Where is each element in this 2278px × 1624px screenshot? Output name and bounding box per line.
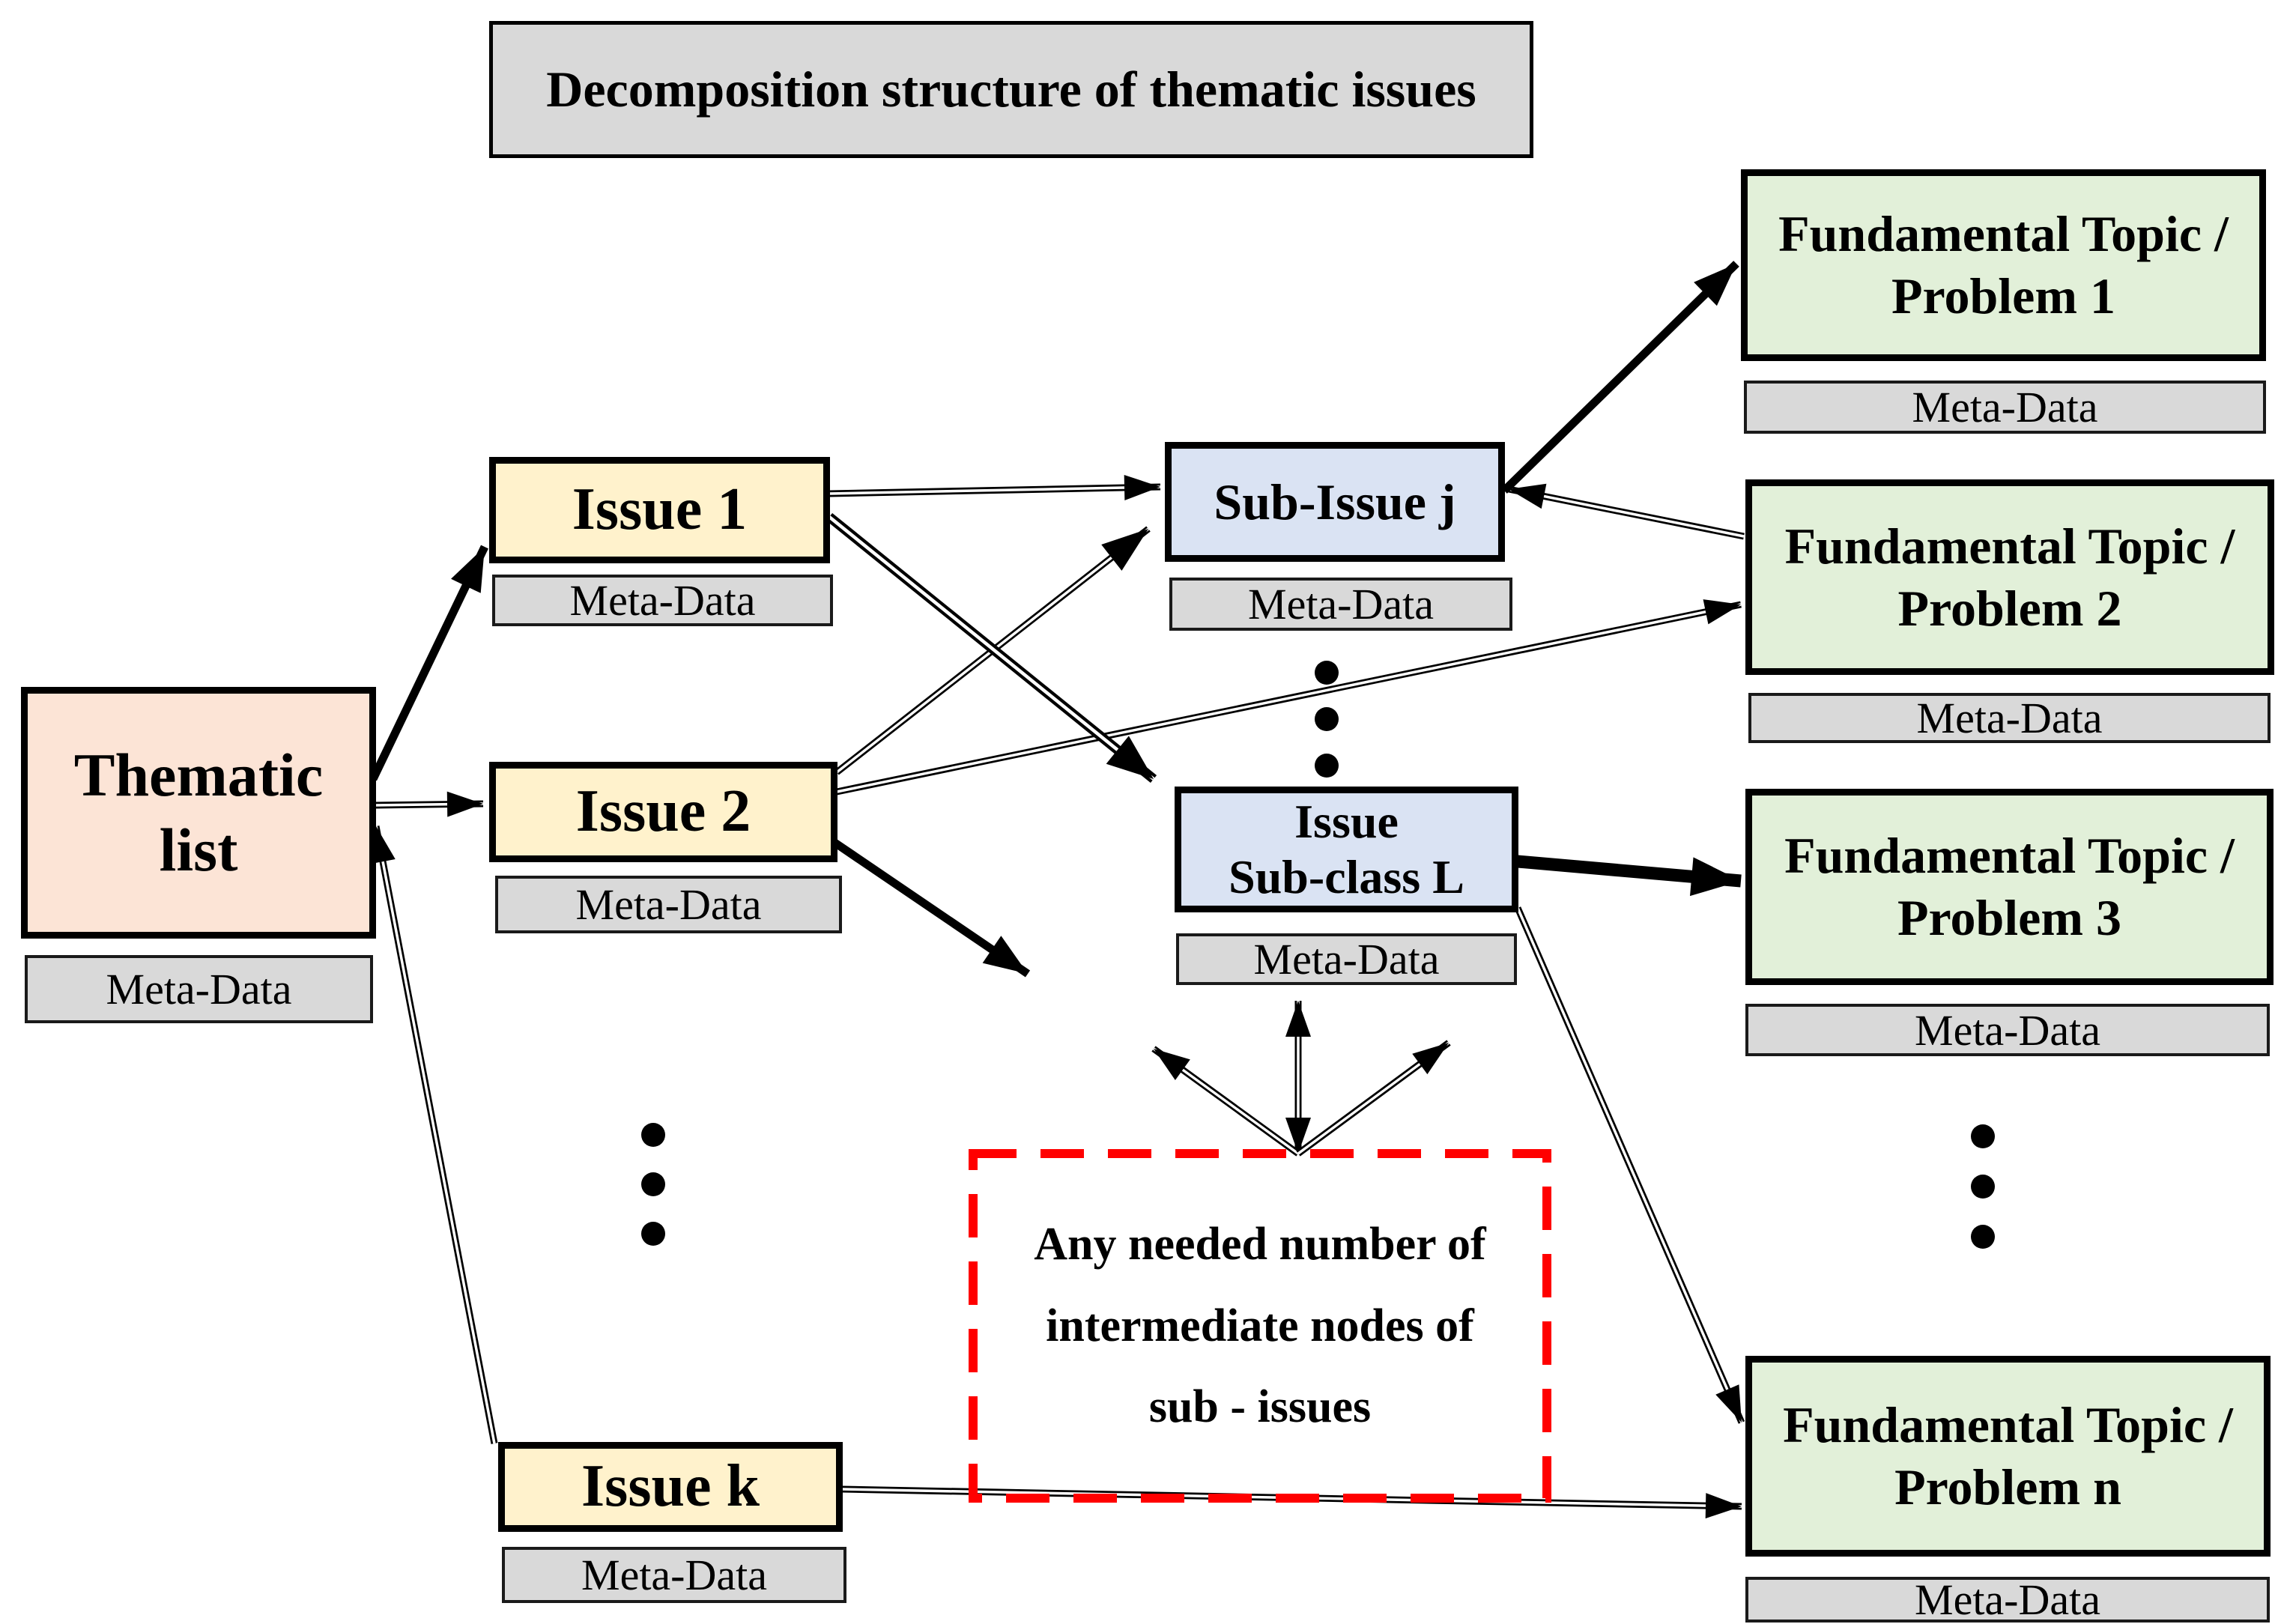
meta-data-label: Meta-Data	[569, 576, 756, 625]
problems-ellipsis	[1971, 1124, 1995, 1249]
node-label-fundamental-n: Fundamental Topic / Problem n	[1783, 1396, 2233, 1515]
node-fundamental-n: Fundamental Topic / Problem n	[1745, 1356, 2271, 1557]
intermediate-nodes-box-border	[969, 1149, 1551, 1503]
ellipsis-dot	[641, 1123, 665, 1147]
node-label-fundamental-2: Fundamental Topic / Problem 2	[1784, 517, 2235, 637]
issues-ellipsis	[641, 1123, 665, 1246]
diagram-title-box: Decomposition structure of thematic issu…	[489, 21, 1533, 158]
meta-data-issue-1: Meta-Data	[492, 575, 833, 626]
edge-issue_sub_class_l-to-fundamental_3	[1517, 855, 1742, 897]
edge-issue_1-to-sub_issue_j	[828, 474, 1161, 500]
ellipsis-dot	[1971, 1124, 1995, 1148]
node-label-sub-issue-j: Sub-Issue j	[1214, 473, 1456, 530]
edge-issue_2-to-intermediate_nodes	[831, 838, 1031, 978]
node-fundamental-3: Fundamental Topic / Problem 3	[1745, 789, 2274, 985]
meta-data-fundamental-2: Meta-Data	[1748, 693, 2271, 743]
node-label-issue-2: Issue 2	[575, 778, 751, 845]
ellipsis-dot	[641, 1222, 665, 1246]
meta-data-issue-sub-class-l: Meta-Data	[1176, 933, 1517, 985]
meta-data-issue-k: Meta-Data	[502, 1547, 846, 1603]
node-fundamental-1: Fundamental Topic / Problem 1	[1741, 169, 2266, 361]
meta-data-label: Meta-Data	[106, 965, 292, 1014]
node-sub-issue-j: Sub-Issue j	[1165, 442, 1505, 562]
meta-data-label: Meta-Data	[1912, 383, 2098, 431]
node-label-fundamental-1: Fundamental Topic / Problem 1	[1778, 205, 2229, 324]
meta-data-fundamental-n: Meta-Data	[1745, 1575, 2270, 1624]
edge-issue_1-to-issue_sub_class_l	[826, 512, 1157, 784]
ellipsis-dot	[641, 1172, 665, 1196]
node-issue-2: Issue 2	[489, 762, 837, 862]
meta-data-issue-2: Meta-Data	[495, 876, 842, 933]
edge-thematic_list-to-issue_1	[369, 545, 488, 781]
meta-data-label: Meta-Data	[1248, 580, 1434, 628]
meta-data-fundamental-1: Meta-Data	[1744, 381, 2266, 434]
sub-issues-ellipsis	[1315, 661, 1339, 778]
node-thematic-list: Thematic list	[21, 687, 376, 939]
ellipsis-dot	[1971, 1175, 1995, 1199]
node-fundamental-2: Fundamental Topic / Problem 2	[1745, 479, 2274, 675]
meta-data-label: Meta-Data	[1253, 935, 1440, 984]
node-issue-k: Issue k	[498, 1442, 843, 1532]
edge-issue_sub_class_l-to-intermediate_nodes	[1285, 1001, 1311, 1154]
edge-intermediate_nodes-to-fan_left	[1151, 1046, 1300, 1157]
node-label-fundamental-3: Fundamental Topic / Problem 3	[1784, 827, 2235, 946]
ellipsis-dot	[1315, 754, 1339, 778]
edge-issue_k-to-thematic_list	[370, 825, 498, 1444]
node-label-issue-sub-class-l: Issue Sub-class L	[1229, 795, 1464, 903]
node-issue-sub-class-l: Issue Sub-class L	[1175, 787, 1518, 912]
meta-data-label: Meta-Data	[1915, 1005, 2100, 1055]
meta-data-label: Meta-Data	[1915, 1575, 2100, 1624]
edge-fundamental_2-to-sub_issue_j	[1508, 483, 1745, 540]
edge-sub_issue_j-to-fundamental_1	[1501, 261, 1739, 494]
node-label-thematic-list: Thematic list	[73, 740, 324, 884]
meta-data-sub-issue-j: Meta-Data	[1169, 578, 1512, 631]
edge-issue_2-to-fundamental_2	[836, 599, 1742, 796]
meta-data-label: Meta-Data	[575, 880, 762, 929]
ellipsis-dot	[1971, 1225, 1995, 1249]
ellipsis-dot	[1315, 707, 1339, 731]
intermediate-nodes-note-text: Any needed number of intermediate nodes …	[1034, 1219, 1486, 1433]
node-label-issue-k: Issue k	[581, 1453, 760, 1520]
node-issue-1: Issue 1	[489, 457, 830, 563]
edge-intermediate_nodes-to-fan_right	[1296, 1040, 1451, 1157]
meta-data-label: Meta-Data	[1916, 694, 2103, 742]
ellipsis-dot	[1315, 661, 1339, 685]
edge-thematic_list-to-issue_2	[374, 791, 484, 817]
meta-data-label: Meta-Data	[581, 1551, 767, 1599]
meta-data-fundamental-3: Meta-Data	[1745, 1004, 2270, 1056]
intermediate-nodes-note: Any needed number of intermediate nodes …	[973, 1154, 1547, 1498]
diagram-title: Decomposition structure of thematic issu…	[546, 61, 1476, 118]
meta-data-thematic-list: Meta-Data	[25, 955, 373, 1023]
node-label-issue-1: Issue 1	[572, 476, 748, 543]
edge-issue_sub_class_l-to-fundamental_n	[1514, 906, 1745, 1424]
